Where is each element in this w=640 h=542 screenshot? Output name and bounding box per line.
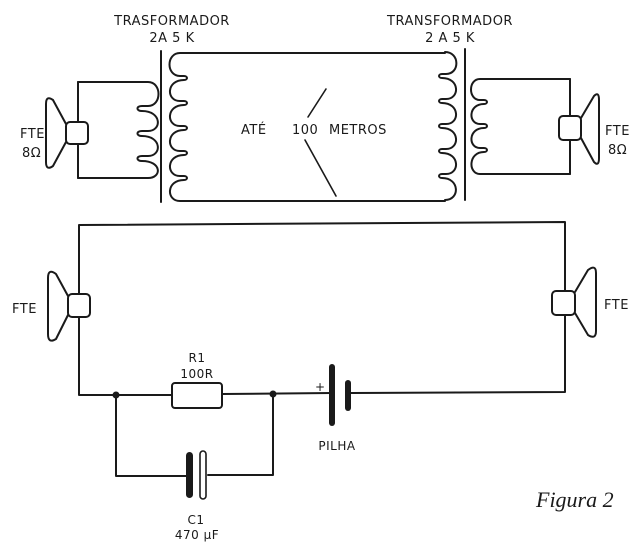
speaker-magnet [67,293,91,318]
battery-short-plate [345,380,351,411]
distance-prefix: ATÉ [241,122,267,138]
top-right-speaker-label: FTE [605,124,630,139]
speaker-magnet [551,290,576,316]
capacitor-ref: C1 [187,513,204,527]
left-transformer-model: 2A 5 K [149,31,194,46]
battery-right-wire [350,314,566,394]
right-transformer-model: 2 A 5 K [425,31,475,46]
resistor-ref: R1 [189,351,206,365]
top-left-speaker-label: FTE [20,127,45,142]
bottom-right-speaker [551,266,597,338]
speaker-magnet [65,121,89,145]
break-mark-lower [304,139,337,197]
speaker-cone-icon [580,93,600,165]
top-left-speaker-impedance: 8Ω [22,146,41,161]
capacitor-negative-plate [199,450,207,500]
bottom-top-wire [78,221,566,294]
left-transformer-name: TRASFORMADOR [113,14,230,29]
right-transformer-name: TRANSFORMADOR [386,14,513,29]
bottom-left-speaker-label: FTE [12,302,37,317]
top-right-speaker [558,78,600,175]
right-transformer-primary-coil [438,51,458,201]
battery-label: PILHA [318,439,355,453]
right-transformer-secondary-coil [470,78,571,175]
speaker-cone-icon [47,270,69,342]
speaker-cone-icon [574,266,597,338]
resistor-r1 [171,382,223,409]
distance-value: 100 [292,123,318,138]
capacitor-positive-plate [186,452,193,498]
speaker-magnet [558,115,582,141]
left-transformer-primary-coil [168,52,446,202]
resistor-value: 100R [180,367,213,381]
capacitor-left-wire [115,394,189,477]
left-transformer-secondary-coil [77,81,160,179]
battery-polarity: + [315,380,326,394]
bottom-left-wire [78,316,173,396]
bottom-left-speaker [47,270,91,342]
figure-caption: Figura 2 [535,487,614,512]
top-left-speaker [45,81,89,179]
top-circuit: TRASFORMADOR 2A 5 K TRANSFORMADOR 2 A 5 … [20,14,630,203]
battery-long-plate [329,364,335,426]
bottom-circuit: FTE R1 100R C1 470 µF + PILHA FTE [12,221,629,542]
distance-unit: METROS [329,123,387,138]
bottom-right-speaker-label: FTE [604,298,629,313]
break-mark-upper [307,88,327,118]
resistor-battery-wire [221,392,333,395]
speaker-cone-icon [45,97,67,169]
top-right-speaker-impedance: 8Ω [608,143,627,158]
capacitor-value: 470 µF [175,528,219,542]
capacitor-right-wire [207,393,274,476]
